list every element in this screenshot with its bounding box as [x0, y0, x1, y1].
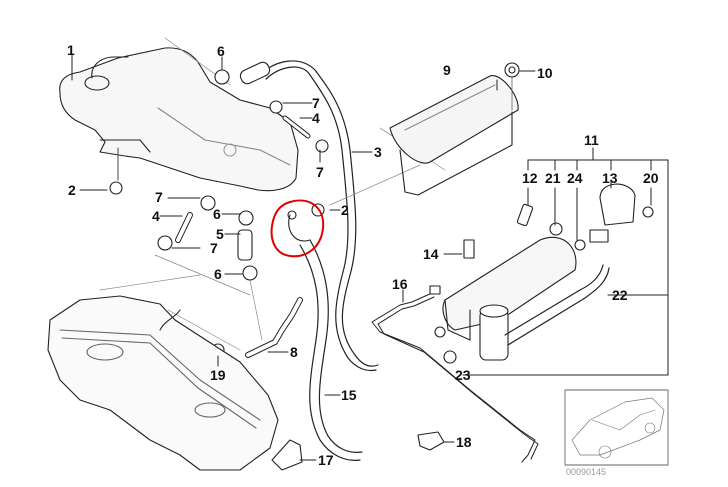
label-part-6: 6: [214, 266, 222, 282]
fuel-tank: [47, 295, 279, 471]
label-part-7: 7: [312, 95, 320, 111]
label-part-15: 15: [341, 387, 357, 403]
label-part-4: 4: [312, 110, 320, 126]
label-part-5: 5: [216, 226, 224, 242]
label-part-11: 11: [584, 132, 599, 148]
group-bracket-11: [474, 147, 669, 376]
clip-17: [271, 439, 303, 471]
label-part-2: 2: [68, 182, 76, 198]
pipe-16: [371, 285, 539, 463]
catalog-number: 00090145: [566, 467, 607, 477]
label-part-16: 16: [392, 276, 408, 292]
guide-lines: [99, 127, 446, 351]
label-part-17: 17: [318, 452, 334, 468]
label-part-7: 7: [210, 240, 218, 256]
label-part-14: 14: [423, 246, 439, 262]
hose-3: [239, 60, 379, 372]
label-part-7: 7: [316, 164, 324, 180]
label-part-21: 21: [545, 170, 561, 186]
label-part-4: 4: [152, 208, 160, 224]
label-part-12: 12: [522, 170, 538, 186]
label-part-8: 8: [290, 344, 298, 360]
label-part-18: 18: [456, 434, 472, 450]
label-part-19: 19: [210, 367, 226, 383]
label-part-7: 7: [155, 189, 163, 205]
leader-lines: [71, 54, 652, 461]
hose-15: [299, 239, 363, 461]
label-part-22: 22: [612, 287, 628, 303]
valve-18: [417, 431, 445, 451]
cover-9: [389, 62, 520, 196]
vehicle-inset: [564, 389, 669, 466]
label-part-23: 23: [455, 367, 471, 383]
label-part-10: 10: [537, 65, 553, 81]
carbon-canister: [434, 183, 654, 364]
label-part-6: 6: [217, 43, 225, 59]
label-part-24: 24: [567, 170, 583, 186]
label-part-6: 6: [213, 206, 221, 222]
label-part-13: 13: [602, 170, 618, 186]
label-part-9: 9: [443, 62, 451, 78]
highlight-circle: [270, 199, 325, 258]
clamps-and-hoses: [109, 69, 329, 358]
label-part-20: 20: [643, 170, 659, 186]
expansion-tank: [59, 37, 299, 192]
label-part-2: 2: [341, 202, 349, 218]
label-part-3: 3: [374, 144, 382, 160]
label-part-1: 1: [67, 42, 75, 58]
